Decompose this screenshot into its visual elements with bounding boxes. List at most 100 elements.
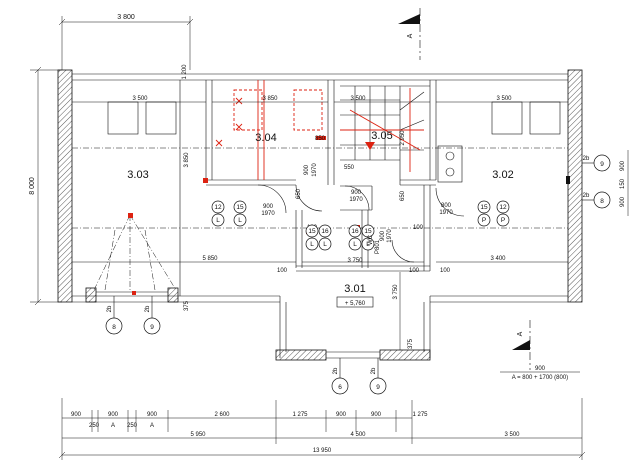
dim-100-e: 100 bbox=[440, 268, 451, 274]
dim-900-r2: 900 bbox=[620, 196, 626, 207]
dim-3850-center: 3 850 bbox=[262, 96, 278, 102]
door-tag-4-c: L bbox=[366, 241, 370, 248]
bottom-dim-5: 900 bbox=[147, 412, 158, 418]
bottom-dimension-chain-2: 5 950 4 500 3 500 bbox=[62, 398, 583, 460]
door-tag-2-b: P bbox=[482, 217, 486, 224]
door-tag-1-num: 12 bbox=[214, 204, 222, 211]
door-tag-2: 15 12 P P bbox=[477, 200, 510, 227]
dim-100-c: 100 bbox=[413, 225, 424, 231]
axis-marker-9-left: 2b 9 bbox=[143, 296, 161, 335]
door-tag-1: 12 15 L L bbox=[211, 200, 247, 227]
top-dimension: 3 800 bbox=[58, 14, 194, 70]
room-3-05: 3.05 bbox=[371, 130, 392, 142]
section-marker-top-label: A bbox=[407, 33, 414, 38]
dim-850: 850 bbox=[315, 136, 326, 142]
dim-900-b: 900 bbox=[304, 164, 310, 175]
bottom-dim-10: 1 275 bbox=[412, 412, 428, 418]
room-labels: 3.03 3.04 3.05 3.02 3.01 + 5,760 bbox=[127, 130, 514, 308]
bottom-dim-8: 900 bbox=[336, 412, 347, 418]
axis-marker-9-bottom-id: 9 bbox=[376, 384, 380, 391]
dim-1970-c: 1970 bbox=[349, 197, 363, 203]
bottom-dim-2: 250 bbox=[89, 423, 100, 429]
door-tag-4: 16 15 L L bbox=[348, 224, 375, 251]
dim-1970-e: 1970 bbox=[387, 229, 393, 243]
room-3-03: 3.03 bbox=[127, 169, 148, 181]
kitchen-unit bbox=[437, 145, 570, 184]
dim-1970-a: 1970 bbox=[261, 211, 275, 217]
axis-marker-9-right: 2b 9 bbox=[582, 154, 611, 172]
door-tag-2-num: 12 bbox=[499, 204, 507, 211]
bottom-dim-6: 2 600 bbox=[214, 412, 230, 418]
door-tag-3: 15 16 L L bbox=[305, 224, 332, 251]
section-marker-bottom: A bbox=[512, 320, 531, 370]
bottom-dim-4500: 4 500 bbox=[350, 432, 366, 438]
room-3-04: 3.04 bbox=[255, 132, 276, 144]
dim-3750-h: 3 750 bbox=[347, 258, 363, 264]
door-tag-1-b: L bbox=[216, 217, 220, 224]
axis-marker-9-right-sub: 2b bbox=[583, 156, 590, 162]
dim-900-e: 900 bbox=[380, 230, 386, 241]
door-tag-4-b: L bbox=[353, 241, 357, 248]
door-tag-3-num: 15 bbox=[308, 228, 316, 235]
bottom-dim-3: 900 bbox=[108, 412, 119, 418]
dim-900-a: 900 bbox=[263, 204, 274, 210]
dim-100-a: 100 bbox=[277, 268, 288, 274]
dim-1970-b: 1970 bbox=[312, 163, 318, 177]
door-tag-2-c: P bbox=[501, 217, 505, 224]
left-dimension-label: 8 000 bbox=[29, 177, 36, 195]
level-box bbox=[336, 296, 374, 308]
dim-3750-v: 3 750 bbox=[393, 284, 399, 300]
room-3-02: 3.02 bbox=[492, 169, 513, 181]
dim-1200: 1 200 bbox=[182, 64, 188, 80]
section-marker-bottom-label: A bbox=[517, 331, 524, 336]
dim-375-b: 375 bbox=[408, 338, 414, 349]
dim-3850-v: 3 850 bbox=[184, 152, 190, 168]
bottom-dim-7: 1 275 bbox=[292, 412, 308, 418]
bottom-dim-1: 900 bbox=[71, 412, 82, 418]
bottom-dim-5950: 5 950 bbox=[190, 432, 206, 438]
section-marker-top: A bbox=[398, 8, 421, 60]
dim-3500-left: 3 500 bbox=[132, 96, 148, 102]
axis-marker-9-left-id: 9 bbox=[150, 324, 154, 331]
dim-800: 800 bbox=[441, 203, 452, 209]
left-dimension: 8 000 bbox=[29, 66, 62, 306]
axis-marker-9-left-sub: 2b bbox=[145, 305, 151, 312]
axis-marker-9-bottom-sub: 2b bbox=[371, 367, 377, 374]
dim-2950: 2 950 bbox=[400, 130, 406, 146]
door-swings bbox=[257, 184, 465, 263]
axis-marker-8-left-id: 8 bbox=[112, 324, 116, 331]
door-tag-4-a: 15 bbox=[364, 228, 372, 235]
axis-marker-8-left: 2b 8 bbox=[105, 296, 123, 335]
bottom-dim-letter-2: A bbox=[150, 423, 154, 429]
axis-marker-8-right-id: 8 bbox=[600, 198, 604, 205]
bottom-dim-4: 250 bbox=[127, 423, 138, 429]
inner-dimensions: 3 500 3 850 3 500 3 500 5 850 3 400 3 75… bbox=[72, 64, 629, 381]
outer-walls bbox=[57, 69, 583, 361]
axis-marker-9-right-id: 9 bbox=[600, 161, 604, 168]
door-tag-4-num: 16 bbox=[351, 228, 359, 235]
top-dimension-label: 3 800 bbox=[117, 14, 135, 21]
dim-650-a: 650 bbox=[296, 188, 302, 199]
door-tag-3-c: L bbox=[323, 241, 327, 248]
window-note-1: 900 bbox=[535, 366, 546, 372]
axis-marker-6-bottom: 2b 6 bbox=[331, 358, 349, 395]
dim-375-a: 375 bbox=[184, 300, 190, 311]
dim-3500-stair: 3 500 bbox=[350, 96, 366, 102]
dim-900-r1: 900 bbox=[620, 160, 626, 171]
bottom-dim-letter-1: A bbox=[111, 423, 115, 429]
bottom-dim-3500: 3 500 bbox=[504, 432, 520, 438]
dim-150: 150 bbox=[620, 178, 626, 189]
door-tag-1-c: L bbox=[238, 217, 242, 224]
axis-marker-8-right: 2b 8 bbox=[582, 191, 611, 209]
axis-marker-9-bottom: 2b 9 bbox=[369, 358, 387, 395]
bottom-dim-9: 900 bbox=[371, 412, 382, 418]
dim-100-d: 100 bbox=[409, 268, 420, 274]
axis-marker-8-right-sub: 2b bbox=[583, 193, 590, 199]
dim-5850: 5 850 bbox=[202, 256, 218, 262]
bottom-dimension-total: 13 950 bbox=[58, 448, 586, 459]
window-note-2: A = 800 + 1700 (800) bbox=[512, 375, 568, 381]
label-wc: WC bbox=[368, 234, 374, 245]
axis-marker-8-left-sub: 2b bbox=[107, 305, 113, 312]
door-tag-2-a: 15 bbox=[480, 204, 488, 211]
